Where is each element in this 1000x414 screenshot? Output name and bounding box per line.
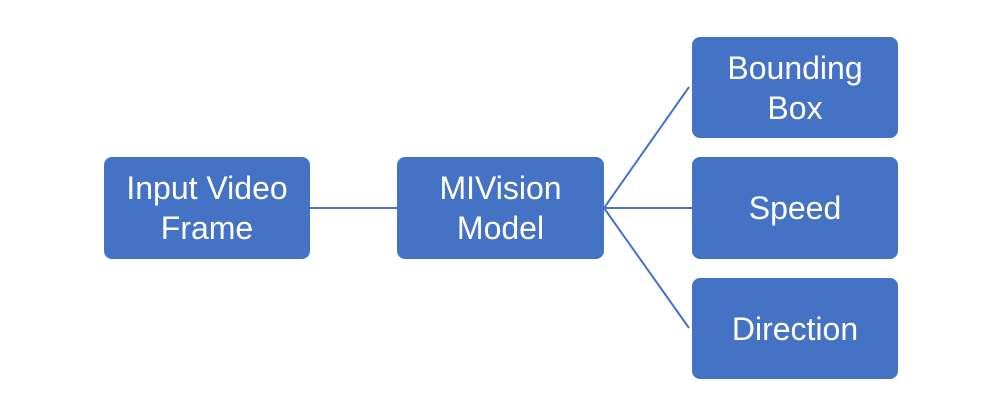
speed-node: Speed — [692, 157, 898, 259]
node-label-line: Box — [767, 89, 823, 126]
node-label-line: MIVision — [439, 170, 562, 206]
bounding-box-node: Bounding Box — [692, 37, 898, 138]
node-label-line: Input Video — [126, 170, 288, 206]
node-label-line: Frame — [160, 210, 254, 246]
node-label: Speed — [748, 190, 842, 226]
connector-model-to-direction — [603, 207, 690, 329]
mivision-model-node: MIVision Model — [397, 157, 604, 259]
node-label-line: Model — [456, 210, 545, 246]
direction-node: Direction — [692, 278, 898, 379]
node-label: Direction — [731, 310, 859, 347]
input-video-frame-node: Input Video Frame — [104, 157, 310, 259]
connector-model-to-bounding-box — [603, 86, 690, 209]
node-label-line: Bounding — [727, 49, 863, 86]
